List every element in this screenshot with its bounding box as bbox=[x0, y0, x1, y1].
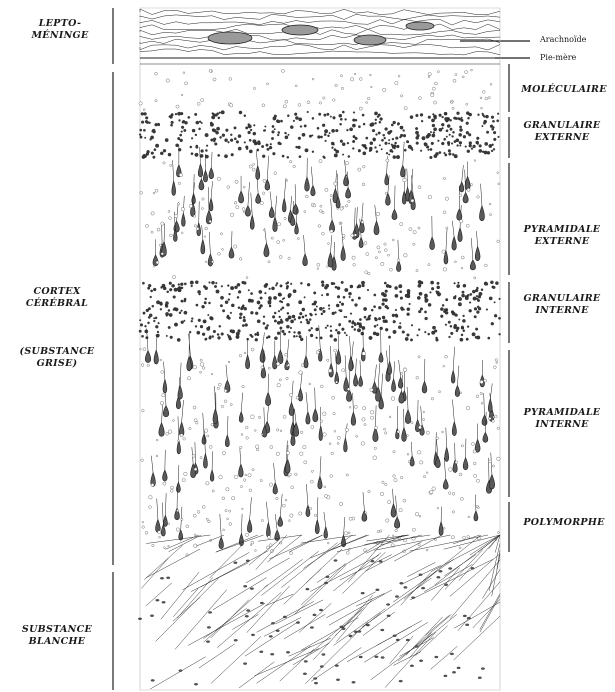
label-cortex-line1: CORTEX bbox=[14, 286, 100, 298]
meninges-band bbox=[140, 9, 500, 64]
label-white-matter-line2: BLANCHE bbox=[14, 636, 100, 648]
label-layer-ext-pyramidal-line1: PYRAMIDALE bbox=[514, 224, 610, 236]
label-pia: Pie-mère bbox=[540, 53, 576, 63]
molecular-layer-cells bbox=[139, 69, 492, 111]
label-white-matter: SUBSTANCE BLANCHE bbox=[14, 624, 100, 648]
label-white-matter-line1: SUBSTANCE bbox=[14, 624, 100, 636]
label-cortex-line2: CÉRÉBRAL bbox=[14, 298, 100, 310]
label-cortex: CORTEX CÉRÉBRAL bbox=[14, 286, 100, 310]
label-leptomeninge-line1: LEPTO- bbox=[20, 18, 100, 30]
tissue-section bbox=[138, 8, 501, 690]
label-layer-int-granular: GRANULAIRE INTERNE bbox=[514, 293, 610, 317]
polymorph-small-cells bbox=[142, 499, 500, 556]
label-layer-ext-granular-line1: GRANULAIRE bbox=[514, 120, 610, 132]
label-leptomeninge-line2: MÉNINGE bbox=[20, 30, 100, 42]
bracket-lines bbox=[113, 8, 530, 690]
label-layer-int-granular-line1: GRANULAIRE bbox=[514, 293, 610, 305]
label-layer-int-pyramidal: PYRAMIDALE INTERNE bbox=[514, 407, 610, 431]
label-layer-molecular-text: MOLÉCULAIRE bbox=[514, 84, 614, 96]
label-leptomeninge: LEPTO- MÉNINGE bbox=[20, 18, 100, 42]
label-layer-ext-granular: GRANULAIRE EXTERNE bbox=[514, 120, 610, 144]
label-layer-int-granular-line2: INTERNE bbox=[514, 305, 610, 317]
label-layer-int-pyramidal-line1: PYRAMIDALE bbox=[514, 407, 610, 419]
label-layer-ext-pyramidal: PYRAMIDALE EXTERNE bbox=[514, 224, 610, 248]
label-layer-molecular: MOLÉCULAIRE bbox=[514, 84, 614, 96]
label-arachnoid: Arachnoïde bbox=[540, 35, 586, 45]
label-layer-ext-pyramidal-line2: EXTERNE bbox=[514, 236, 610, 248]
label-layer-polymorph-text: POLYMORPHE bbox=[514, 517, 614, 529]
label-layer-ext-granular-line2: EXTERNE bbox=[514, 132, 610, 144]
int-granular-layer-cells bbox=[139, 280, 501, 341]
label-gray-matter: (SUBSTANCE GRISE) bbox=[10, 346, 104, 370]
label-layer-polymorph: POLYMORPHE bbox=[514, 517, 614, 529]
label-gray-matter-line2: GRISE) bbox=[10, 358, 104, 370]
label-layer-int-pyramidal-line2: INTERNE bbox=[514, 419, 610, 431]
ext-granular-layer-cells bbox=[139, 111, 499, 159]
ext-pyramidal-neurons bbox=[153, 142, 484, 272]
label-gray-matter-line1: (SUBSTANCE bbox=[10, 346, 104, 358]
